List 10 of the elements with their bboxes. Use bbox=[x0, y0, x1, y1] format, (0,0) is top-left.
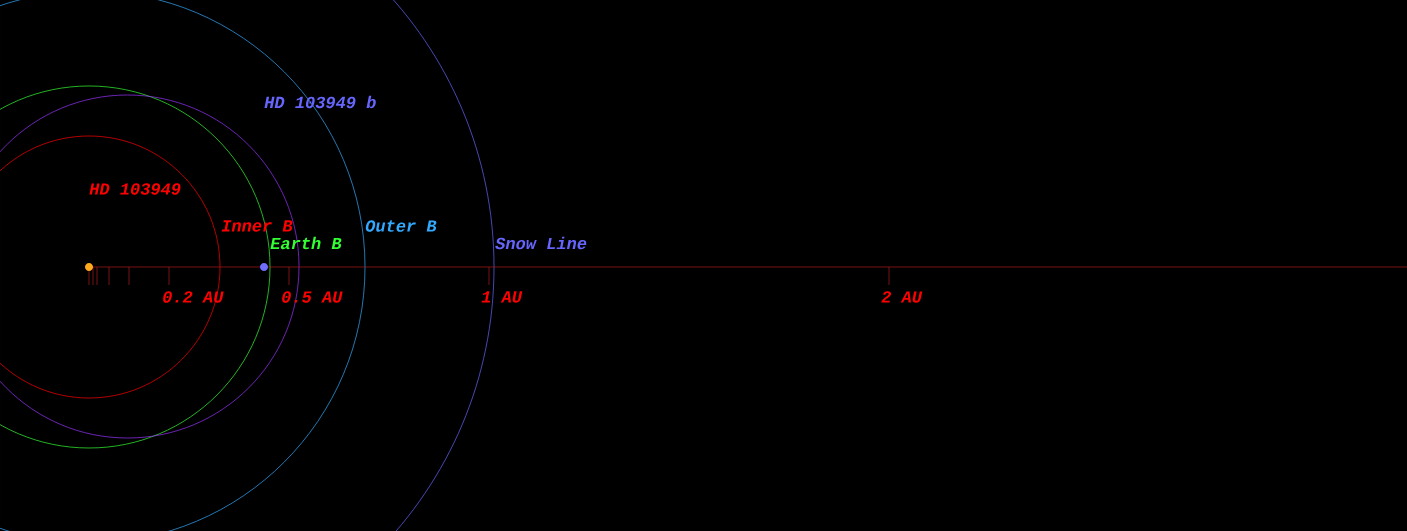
zone-label: Inner B bbox=[221, 220, 293, 232]
distance-label: 0.5 AU bbox=[282, 291, 343, 303]
distance-label: 1 AU bbox=[481, 291, 523, 303]
zone-label: Earth B bbox=[270, 236, 342, 250]
distance-label: 0.2 AU bbox=[163, 291, 224, 303]
zone-label: Snow Line bbox=[495, 236, 587, 250]
star-label: HD 103949 bbox=[89, 183, 181, 195]
zone-label: Outer B bbox=[365, 220, 437, 232]
distance-label: 2 AU bbox=[881, 291, 923, 303]
planet-label: HD 103949 b bbox=[264, 95, 376, 109]
